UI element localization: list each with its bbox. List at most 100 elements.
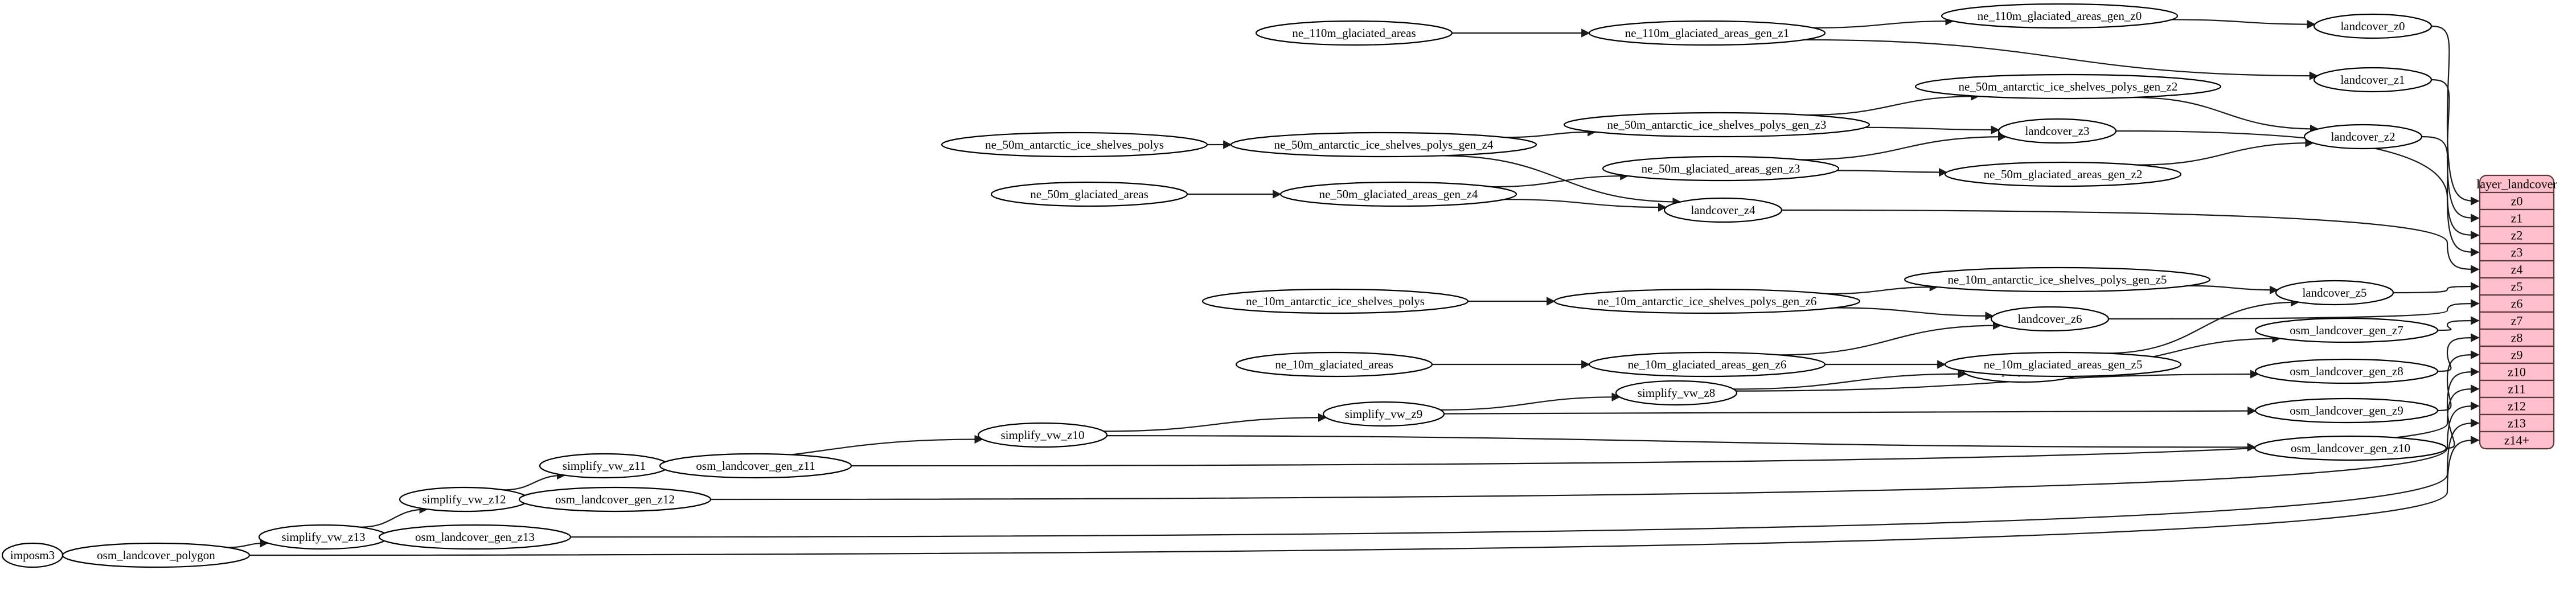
graph-node[interactable]: osm_landcover_polygon [61, 542, 251, 568]
graph-node[interactable]: imposm3 [1, 542, 64, 568]
node-ellipse[interactable] [1563, 112, 1871, 138]
layer-table-row[interactable] [2479, 379, 2555, 399]
layer-table-row[interactable] [2479, 413, 2555, 433]
node-ellipse[interactable] [1904, 266, 2211, 293]
node-ellipse[interactable] [258, 524, 389, 550]
layer-table-row[interactable] [2479, 311, 2555, 330]
node-ellipse[interactable] [659, 453, 852, 479]
node-ellipse[interactable] [2313, 13, 2433, 39]
node-ellipse[interactable] [2303, 124, 2423, 150]
node-ellipse[interactable] [1, 542, 64, 568]
node-ellipse[interactable] [1602, 155, 1840, 182]
graph-node[interactable]: ne_10m_antarctic_ice_shelves_polys [1201, 288, 1469, 314]
graph-node[interactable]: ne_10m_glaciated_areas_gen_z6 [1588, 351, 1826, 378]
node-ellipse[interactable] [2254, 317, 2439, 343]
node-ellipse[interactable] [539, 453, 670, 479]
node-ellipse[interactable] [1663, 197, 1783, 223]
layer-table-row[interactable] [2479, 396, 2555, 416]
graph-node[interactable]: simplify_vw_z11 [539, 453, 670, 479]
graph-node[interactable]: simplify_vw_z10 [977, 422, 1108, 448]
node-ellipse[interactable] [1230, 132, 1537, 158]
graph-node[interactable]: ne_50m_glaciated_areas [990, 181, 1188, 207]
graph-node[interactable]: ne_50m_antarctic_ice_shelves_polys [941, 132, 1208, 158]
graph-node[interactable]: simplify_vw_z13 [258, 524, 389, 550]
node-ellipse[interactable] [1997, 118, 2117, 144]
graph-node[interactable]: landcover_z5 [2275, 280, 2394, 306]
graph-node[interactable]: osm_landcover_gen_z11 [659, 453, 852, 479]
layer-table-row[interactable] [2479, 260, 2555, 279]
graph-node[interactable]: ne_50m_glaciated_areas_gen_z4 [1279, 181, 1517, 207]
graph-node[interactable]: ne_50m_glaciated_areas_gen_z3 [1602, 155, 1840, 182]
graph-node[interactable]: ne_50m_antarctic_ice_shelves_polys_gen_z… [1563, 112, 1871, 138]
graph-node[interactable]: simplify_vw_z8 [1615, 380, 1738, 406]
graph-node[interactable]: simplify_vw_z9 [1322, 401, 1445, 427]
graph-node[interactable]: ne_10m_antarctic_ice_shelves_polys_gen_z… [1904, 266, 2211, 293]
node-ellipse[interactable] [1553, 288, 1861, 314]
graph-node[interactable]: osm_landcover_gen_z8 [2254, 358, 2439, 384]
layer-table-row[interactable] [2479, 225, 2555, 245]
graph-edge [1736, 370, 2259, 392]
graph-node[interactable]: osm_landcover_gen_z7 [2254, 317, 2439, 343]
node-ellipse[interactable] [1255, 20, 1453, 46]
node-ellipse[interactable] [2313, 67, 2433, 93]
graph-node[interactable]: ne_50m_glaciated_areas_gen_z2 [1944, 161, 2182, 187]
graph-node[interactable]: ne_50m_antarctic_ice_shelves_polys_gen_z… [1230, 132, 1537, 158]
graph-edge [2446, 367, 2480, 449]
layer-table-row[interactable] [2479, 430, 2555, 450]
node-ellipse[interactable] [1322, 401, 1445, 427]
layer-table-row[interactable] [2479, 328, 2555, 347]
layer-table-row[interactable] [2479, 277, 2555, 296]
layer-table-row[interactable] [2479, 362, 2555, 382]
node-ellipse[interactable] [1588, 20, 1826, 46]
graph-edge [2132, 96, 2319, 134]
graph-edge [2437, 333, 2480, 372]
node-ellipse[interactable] [61, 542, 251, 568]
node-ellipse[interactable] [378, 524, 572, 550]
node-ellipse[interactable] [1588, 351, 1826, 378]
graph-node[interactable]: osm_landcover_gen_z13 [378, 524, 572, 550]
node-ellipse[interactable] [941, 132, 1208, 158]
layer-table-row[interactable] [2479, 208, 2555, 228]
layer-table-row[interactable] [2479, 191, 2555, 211]
graph-node[interactable]: ne_110m_glaciated_areas [1255, 20, 1453, 46]
graph-node[interactable]: ne_110m_glaciated_areas_gen_z0 [1941, 3, 2179, 29]
graph-edge [1781, 209, 2480, 274]
layer-table-row[interactable] [2479, 294, 2555, 313]
node-ellipse[interactable] [1615, 380, 1738, 406]
graph-node[interactable]: landcover_z1 [2313, 67, 2433, 93]
node-ellipse[interactable] [518, 486, 712, 512]
node-ellipse[interactable] [1941, 3, 2179, 29]
graph-node[interactable]: landcover_z0 [2313, 13, 2433, 39]
graph-node[interactable]: osm_landcover_gen_z10 [2254, 435, 2447, 461]
graph-node[interactable]: simplify_vw_z12 [399, 486, 530, 512]
node-ellipse[interactable] [2254, 358, 2439, 384]
node-ellipse[interactable] [1201, 288, 1469, 314]
graph-edge [1441, 155, 1681, 207]
graph-node[interactable]: ne_10m_glaciated_areas_gen_z5 [1944, 351, 2182, 378]
node-ellipse[interactable] [2254, 397, 2439, 424]
graph-node[interactable]: landcover_z3 [1997, 118, 2117, 144]
graph-node[interactable]: ne_50m_antarctic_ice_shelves_polys_gen_z… [1914, 73, 2222, 100]
graph-node[interactable]: landcover_z2 [2303, 124, 2423, 150]
node-ellipse[interactable] [1914, 73, 2222, 100]
layer-table-row[interactable] [2479, 345, 2555, 364]
node-ellipse[interactable] [1990, 306, 2110, 332]
node-ellipse[interactable] [990, 181, 1188, 207]
graph-node[interactable]: landcover_z6 [1990, 306, 2110, 332]
graph-node[interactable]: landcover_z4 [1663, 197, 1783, 223]
graph-node[interactable]: osm_landcover_gen_z12 [518, 486, 712, 512]
layer-table-row[interactable] [2479, 243, 2555, 262]
node-ellipse[interactable] [2275, 280, 2394, 306]
node-ellipse[interactable] [2254, 435, 2447, 461]
node-ellipse[interactable] [1279, 181, 1517, 207]
node-ellipse[interactable] [399, 486, 530, 512]
graph-node[interactable]: osm_landcover_gen_z9 [2254, 397, 2439, 424]
graph-edge [249, 436, 2480, 556]
node-ellipse[interactable] [1944, 161, 2182, 187]
node-ellipse[interactable] [977, 422, 1108, 448]
node-ellipse[interactable] [1235, 351, 1433, 378]
graph-node[interactable]: ne_10m_antarctic_ice_shelves_polys_gen_z… [1553, 288, 1861, 314]
graph-node[interactable]: ne_110m_glaciated_areas_gen_z1 [1588, 20, 1826, 46]
node-ellipse[interactable] [1944, 351, 2182, 378]
graph-node[interactable]: ne_10m_glaciated_areas [1235, 351, 1433, 378]
